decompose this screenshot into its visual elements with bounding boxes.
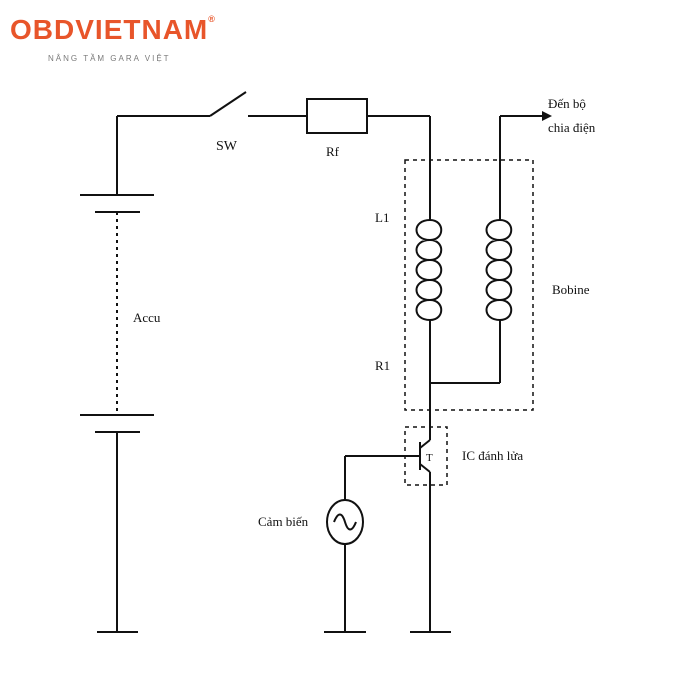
label-bobine: Bobine — [552, 282, 590, 297]
label-resistor-rf: Rf — [326, 144, 340, 159]
sensor-wave — [333, 513, 357, 531]
bobine-box — [404, 159, 534, 411]
logo-tagline: NÂNG TẦM GARA VIỆT — [48, 54, 171, 63]
obd-vietnam-logo: OBDVIETNAM® NÂNG TẦM GARA VIỆT — [10, 14, 220, 70]
label-ic: IC đánh lửa — [462, 448, 523, 463]
logo-wordmark: OBDVIETNAM® — [10, 14, 216, 46]
resistor-rf — [306, 98, 368, 134]
transistor-emitter — [419, 463, 431, 473]
label-transistor: T — [426, 452, 433, 464]
label-primary-resistance: R1 — [375, 358, 390, 373]
label-sensor: Cảm biến — [258, 514, 309, 529]
logo-brand-prefix: OBD — [10, 14, 76, 45]
switch-blade — [209, 91, 247, 117]
output-arrow-head — [542, 111, 552, 121]
logo-brand-name: VIETNAM — [75, 14, 209, 45]
primary-coil-winding — [415, 219, 443, 322]
label-battery: Accu — [133, 310, 161, 325]
label-primary-coil: L1 — [375, 210, 389, 225]
secondary-coil-winding — [485, 219, 513, 322]
label-output-line1: Đến bộ — [548, 96, 586, 111]
label-switch: SW — [216, 139, 238, 154]
transistor-collector — [419, 439, 431, 449]
label-output-line2: chia điện — [548, 120, 596, 135]
logo-registered-mark: ® — [208, 14, 216, 24]
